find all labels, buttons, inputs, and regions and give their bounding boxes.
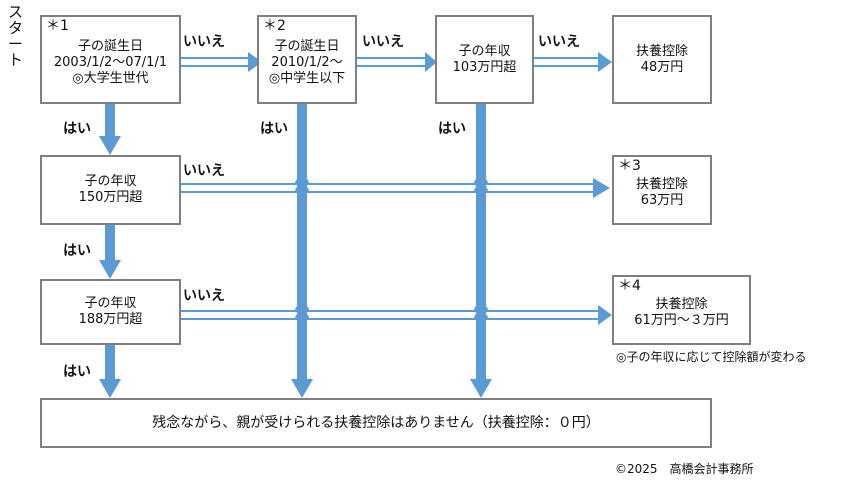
box-line: 扶養控除	[635, 43, 688, 59]
box-line: 2003/1/2〜07/1/1	[53, 54, 168, 70]
arrow-no-3	[534, 57, 598, 67]
label-yes: はい	[63, 121, 91, 137]
box-income-188: 子の年収 188万円超	[40, 279, 181, 345]
arrow-no-188	[180, 304, 598, 320]
box-line: 子の年収	[84, 296, 137, 311]
box-line: 子の誕生日	[274, 38, 340, 54]
arrow-no-150	[180, 177, 593, 193]
box-deduction-48: 扶養控除 48万円	[612, 15, 712, 104]
footer-copyright: ©2025 高橋会計事務所	[615, 462, 754, 476]
box-income-150: 子の年収 150万円超	[40, 155, 181, 225]
label-no: いいえ	[362, 34, 404, 50]
box-line: 扶養控除	[655, 297, 708, 312]
box-line: 63万円	[640, 193, 684, 208]
box-line: 扶養控除	[635, 177, 688, 192]
box-line: 61万円〜３万円	[634, 313, 729, 328]
box-line: 2010/1/2〜	[271, 54, 343, 70]
footnote-mark-4: ＊4	[618, 278, 641, 294]
box-line: 子の年収	[84, 174, 137, 189]
box-deduction-63: ＊3 扶養控除 63万円	[612, 155, 712, 225]
result-text: 残念ながら、親が受けられる扶養控除はありません（扶養控除：０円）	[152, 415, 600, 431]
box-line: 子の誕生日	[77, 38, 143, 54]
box-line: 188万円超	[78, 312, 143, 327]
box-result-no-deduction: 残念ながら、親が受けられる扶養控除はありません（扶養控除：０円）	[40, 398, 712, 448]
start-label: スタート	[8, 3, 24, 69]
label-yes: はい	[260, 121, 288, 137]
arrow-no-1	[181, 57, 248, 67]
box-birth-university: ＊1 子の誕生日 2003/1/2〜07/1/1 ◎大学生世代	[40, 15, 181, 104]
arrow-no-2	[357, 57, 425, 67]
label-no: いいえ	[538, 34, 580, 50]
label-no: いいえ	[183, 34, 225, 50]
income-note: ◎子の年収に応じて控除額が変わる	[616, 350, 807, 364]
box-birth-junior-high: ＊2 子の誕生日 2010/1/2〜 ◎中学生以下	[257, 15, 357, 104]
label-no: いいえ	[183, 163, 225, 179]
label-no: いいえ	[183, 288, 225, 304]
footnote-mark-2: ＊2	[263, 18, 286, 34]
label-yes: はい	[63, 364, 91, 380]
box-line: 103万円超	[452, 59, 517, 75]
box-line: 48万円	[640, 59, 684, 75]
footnote-mark-3: ＊3	[618, 158, 641, 174]
box-line: 子の年収	[458, 43, 511, 59]
box-line: ◎中学生以下	[268, 70, 346, 86]
label-yes: はい	[63, 243, 91, 259]
box-income-103: 子の年収 103万円超	[435, 15, 534, 104]
footnote-mark-1: ＊1	[46, 18, 69, 34]
box-line: ◎大学生世代	[72, 70, 149, 86]
box-deduction-61-3: ＊4 扶養控除 61万円〜３万円	[612, 275, 751, 345]
arrow-yes-group	[99, 104, 492, 398]
box-line: 150万円超	[78, 190, 143, 205]
label-yes: はい	[438, 121, 466, 137]
